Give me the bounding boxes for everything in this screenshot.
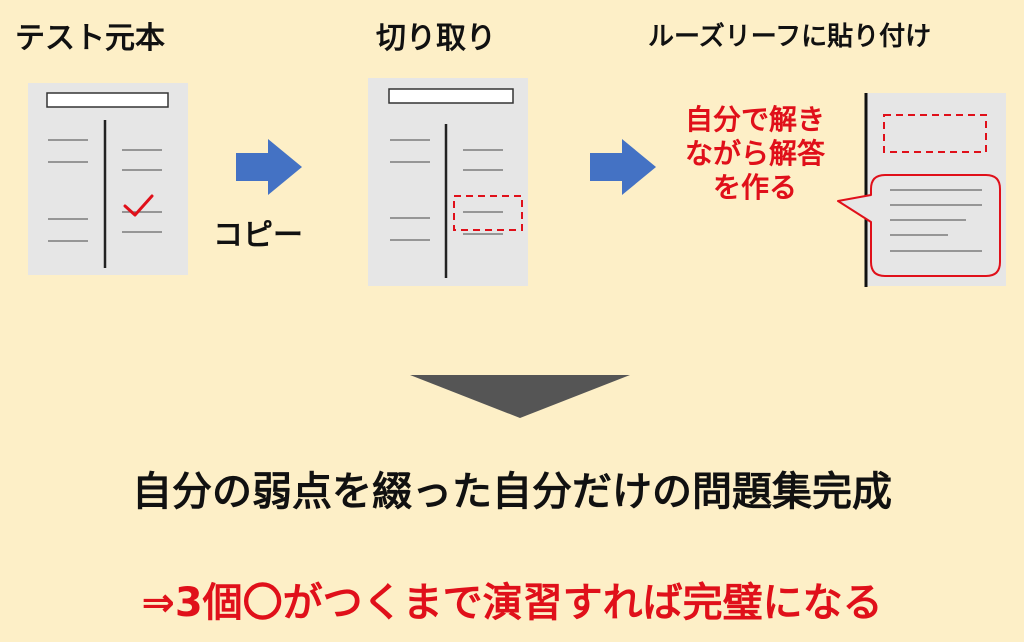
result-statement: 自分の弱点を綴った自分だけの問題集完成 <box>132 469 892 515</box>
cut-selection-box <box>453 195 523 231</box>
conclusion-statement: ⇒3個〇がつくまで演習すれば完璧になる <box>141 580 883 626</box>
right-arrow-icon <box>590 139 656 195</box>
step-label-paste: ルーズリーフに貼り付け <box>648 22 932 52</box>
original-sheet-title-box <box>46 92 169 108</box>
down-triangle-icon <box>410 375 630 418</box>
original-sheet-paper <box>28 83 188 275</box>
loose-leaf-sheet <box>837 93 1006 287</box>
cut-sheet-right-lines <box>463 149 503 235</box>
cut-test-sheet <box>368 78 528 286</box>
step-label-original: テスト元本 <box>15 21 165 56</box>
answer-note-line: ながら解答 <box>684 137 825 170</box>
answer-note-line: 自分で解き <box>684 103 825 136</box>
answer-note: 自分で解き ながら解答 を作る <box>672 103 838 205</box>
answer-note-line: を作る <box>712 171 797 204</box>
cut-sheet-left-lines <box>390 139 430 241</box>
right-arrow-icon <box>236 139 302 195</box>
answer-lines <box>890 189 982 252</box>
original-test-sheet <box>28 83 188 275</box>
check-icon <box>123 194 154 217</box>
pasted-question-box <box>883 114 987 153</box>
step-label-cut: 切り取り <box>376 21 496 56</box>
cut-sheet-paper <box>368 78 528 286</box>
copy-label: コピー <box>213 218 303 253</box>
original-sheet-right-lines <box>122 149 162 233</box>
original-sheet-left-lines <box>48 139 88 242</box>
cut-sheet-title-box <box>388 88 514 104</box>
